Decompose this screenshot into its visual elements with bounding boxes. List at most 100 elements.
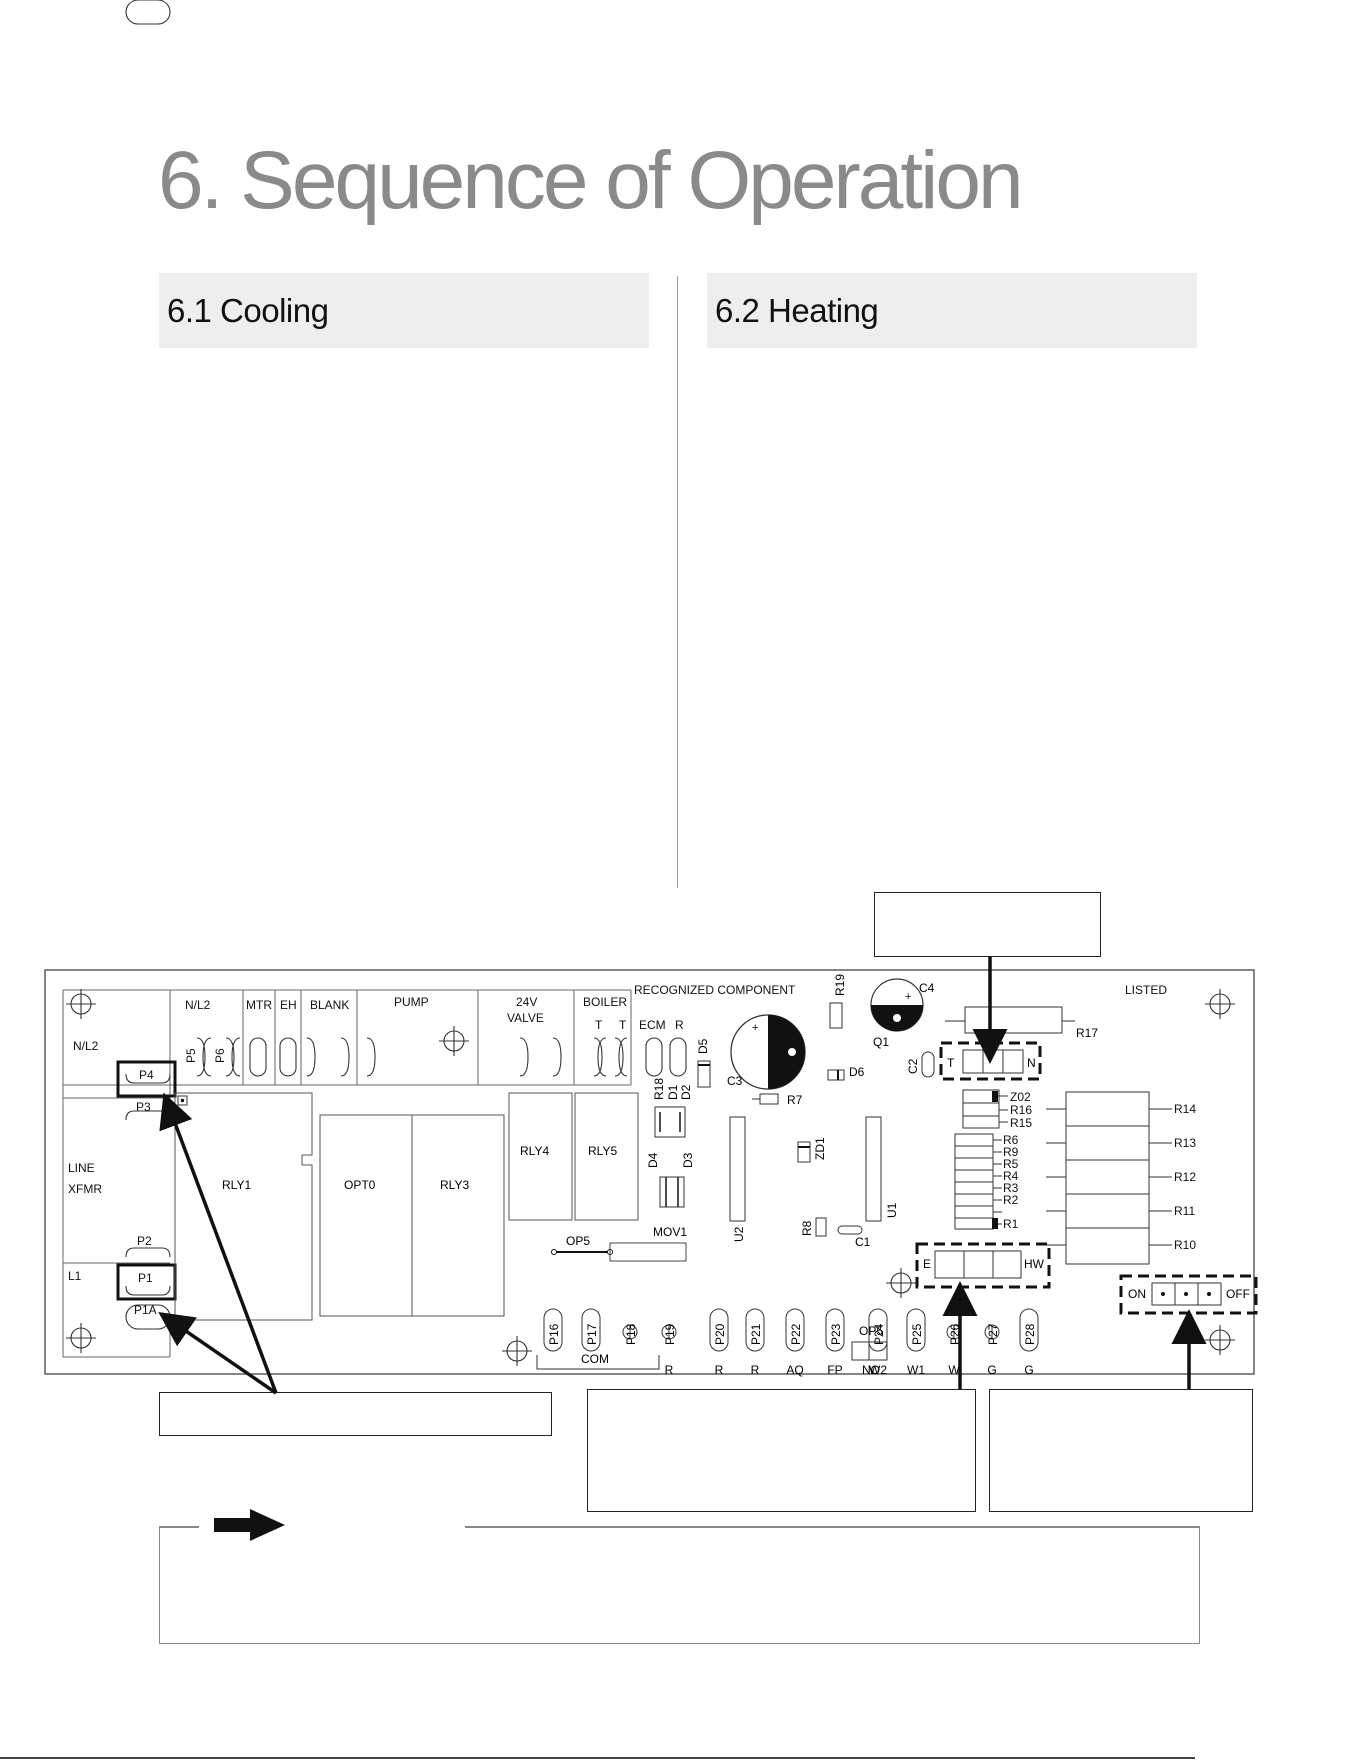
label-q1: Q1 bbox=[873, 1035, 889, 1049]
label-c3: C3 bbox=[727, 1074, 743, 1088]
bottom-terminal-label: AQ bbox=[786, 1363, 803, 1377]
label-no: NO bbox=[862, 1363, 880, 1377]
label-r6: R6 bbox=[1003, 1133, 1019, 1147]
bottom-terminal-id: P17 bbox=[585, 1323, 599, 1345]
label-c2: C2 bbox=[906, 1058, 920, 1074]
label-op5-bottom: OP5 bbox=[859, 1324, 883, 1338]
callout-box-power bbox=[159, 1392, 552, 1436]
label-d2: D2 bbox=[679, 1084, 693, 1100]
bottom-terminal-id: P25 bbox=[910, 1323, 924, 1345]
svg-text:+: + bbox=[905, 991, 911, 1003]
label-mov1: MOV1 bbox=[653, 1225, 687, 1239]
note-arrow-icon bbox=[214, 1509, 285, 1541]
label-r12: R12 bbox=[1174, 1170, 1196, 1184]
label-r7: R7 bbox=[787, 1093, 803, 1107]
callout-box-top bbox=[874, 892, 1101, 957]
terminal-p5: P5 bbox=[184, 1048, 198, 1063]
header-label-eh: EH bbox=[280, 998, 297, 1012]
header-label-boiler-t1: T bbox=[595, 1018, 603, 1032]
terminal-p1a: P1A bbox=[134, 1303, 157, 1317]
bottom-terminal-id: P27 bbox=[986, 1323, 1000, 1345]
label-c4: C4 bbox=[919, 981, 935, 995]
label-com: COM bbox=[581, 1352, 609, 1366]
board-outline bbox=[44, 969, 1255, 1375]
bottom-terminal-label: R bbox=[751, 1363, 760, 1377]
bottom-terminal-label: G bbox=[1024, 1363, 1033, 1377]
header-label-recognized: RECOGNIZED COMPONENT bbox=[634, 983, 796, 997]
bottom-terminal-p16: P16 bbox=[543, 1308, 563, 1352]
label-c1: C1 bbox=[855, 1235, 871, 1249]
label-zd1: ZD1 bbox=[813, 1137, 827, 1160]
bottom-terminal-p18: P18 bbox=[622, 1323, 638, 1345]
bottom-terminal-label: W2 bbox=[869, 1363, 887, 1377]
label-r3: R3 bbox=[1003, 1181, 1019, 1195]
label-r8: R8 bbox=[800, 1220, 814, 1236]
header-label-boiler-t2: T bbox=[619, 1018, 627, 1032]
header-label-pump: PUMP bbox=[394, 995, 429, 1009]
label-r5: R5 bbox=[1003, 1157, 1019, 1171]
terminal-p1: P1 bbox=[138, 1271, 153, 1285]
bottom-terminal-id: P28 bbox=[1023, 1323, 1037, 1345]
label-r17: R17 bbox=[1076, 1026, 1098, 1040]
label-d5: D5 bbox=[696, 1038, 710, 1054]
note-box-top-right-line bbox=[465, 1526, 1200, 1528]
label-nl2: N/L2 bbox=[73, 1039, 99, 1053]
label-u1: U1 bbox=[885, 1202, 899, 1218]
label-d4: D4 bbox=[646, 1152, 660, 1168]
bottom-terminal-label: W1 bbox=[907, 1363, 925, 1377]
header-label-boiler: BOILER bbox=[583, 995, 627, 1009]
label-l1: L1 bbox=[68, 1269, 82, 1283]
label-e-jumper: E bbox=[923, 1257, 931, 1271]
bottom-terminal-label: W bbox=[948, 1363, 960, 1377]
label-line: LINE bbox=[68, 1161, 95, 1175]
label-r15: R15 bbox=[1010, 1116, 1032, 1130]
header-label-24v: 24V bbox=[516, 995, 537, 1009]
note-box-top-left-line bbox=[159, 1526, 199, 1528]
page-title: 6. Sequence of Operation bbox=[158, 135, 1024, 226]
header-label-listed: LISTED bbox=[1125, 983, 1167, 997]
label-r9: R9 bbox=[1003, 1145, 1019, 1159]
label-xfmr: XFMR bbox=[68, 1182, 102, 1196]
label-r14: R14 bbox=[1174, 1102, 1196, 1116]
block-rly1: RLY1 bbox=[222, 1178, 251, 1192]
label-r4: R4 bbox=[1003, 1169, 1019, 1183]
label-op5-top: OP5 bbox=[566, 1234, 590, 1248]
bottom-terminal-id: P19 bbox=[663, 1323, 677, 1345]
label-ecm: ECM bbox=[639, 1018, 666, 1032]
label-r18: R18 bbox=[652, 1078, 666, 1100]
block-rly4: RLY4 bbox=[520, 1144, 549, 1158]
label-r11: R11 bbox=[1174, 1204, 1195, 1218]
arrow-to-p4 bbox=[159, 1092, 278, 1394]
bottom-terminal-id: P20 bbox=[713, 1323, 727, 1345]
arrow-to-p1a bbox=[158, 1312, 277, 1395]
bottom-terminal-id: P16 bbox=[547, 1323, 561, 1345]
callout-box-jumper bbox=[587, 1389, 976, 1512]
label-r1: R1 bbox=[1003, 1217, 1019, 1231]
e-hw-jumper-highlight bbox=[915, 1242, 1051, 1289]
block-rly3: RLY3 bbox=[440, 1178, 469, 1192]
label-t-jumper: T bbox=[947, 1056, 955, 1070]
bottom-terminal-id: P18 bbox=[624, 1323, 638, 1345]
header-label-nl2: N/L2 bbox=[185, 998, 211, 1012]
column-divider bbox=[677, 276, 678, 888]
bottom-terminal-id: P24 bbox=[872, 1323, 886, 1345]
bottom-terminal-id: P23 bbox=[829, 1323, 843, 1345]
label-z02: Z02 bbox=[1010, 1090, 1031, 1104]
bottom-terminal-label: R bbox=[665, 1363, 674, 1377]
bottom-terminal-id: P21 bbox=[749, 1323, 763, 1345]
heating-section-heading: 6.2 Heating bbox=[707, 273, 1197, 348]
bottom-terminal-label: R bbox=[715, 1363, 724, 1377]
terminal-p3: P3 bbox=[136, 1100, 151, 1114]
bottom-terminal-id: P22 bbox=[789, 1323, 803, 1345]
p4-highlight bbox=[116, 1060, 177, 1098]
label-off: OFF bbox=[1226, 1287, 1250, 1301]
